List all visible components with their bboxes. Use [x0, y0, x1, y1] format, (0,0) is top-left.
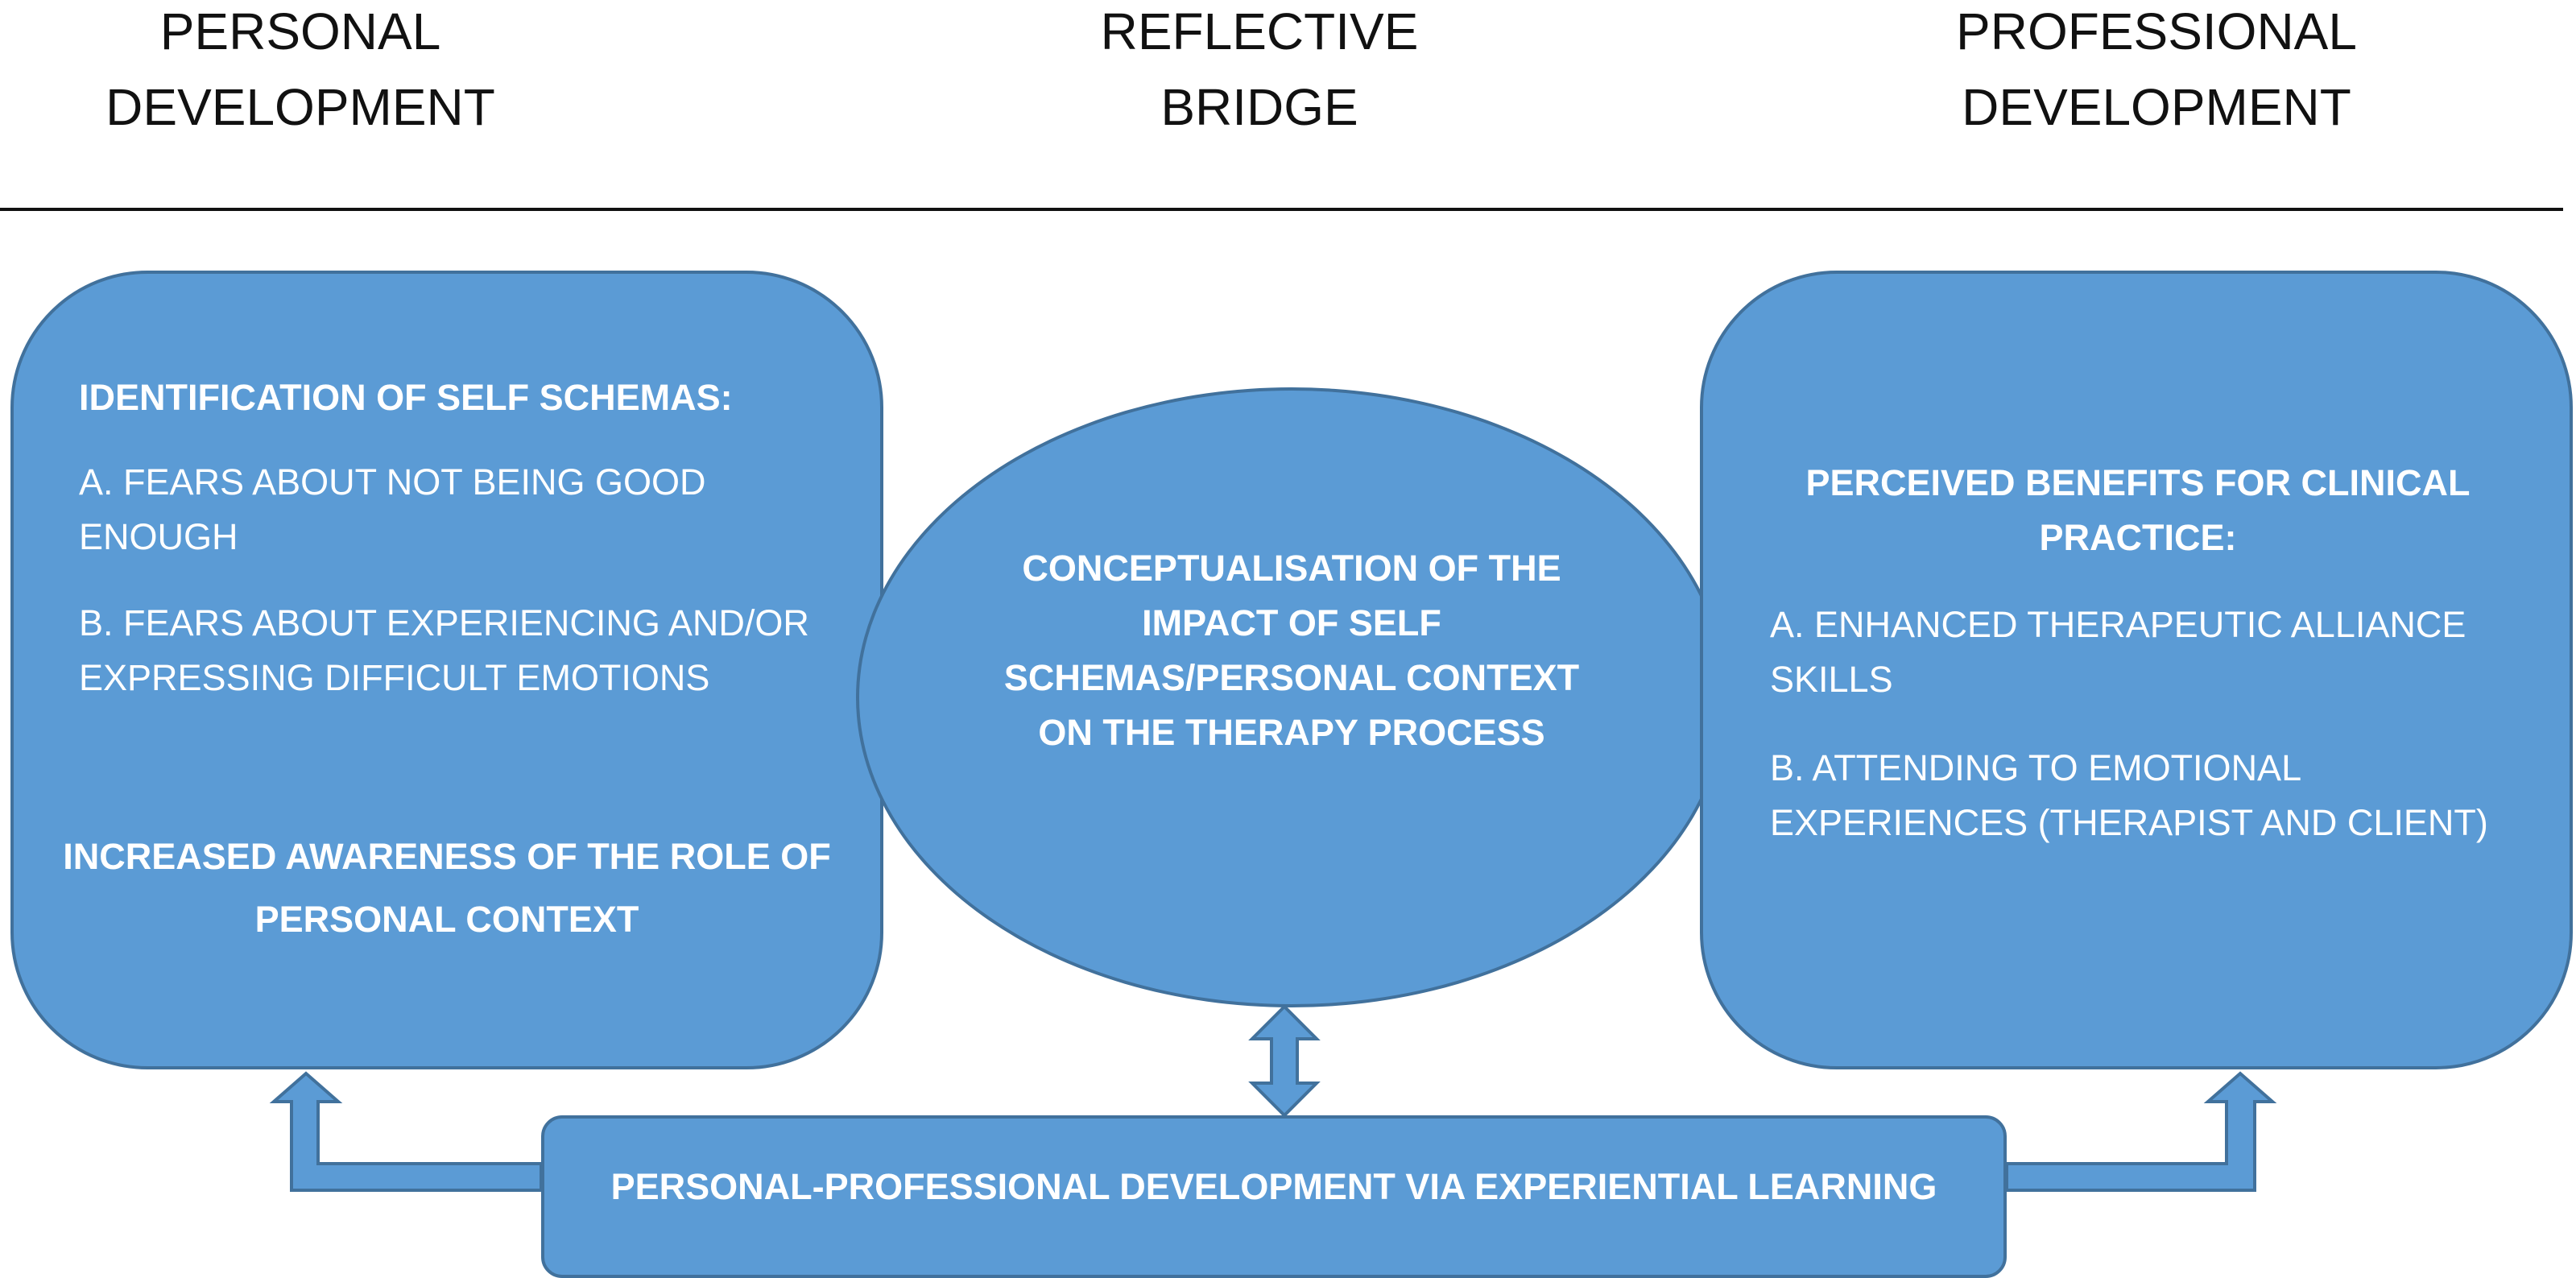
clinical-benefits-title: PERCEIVED BENEFITS FOR CLINICAL PRACTICE…: [1805, 462, 2471, 558]
benefit-item-b: B. ATTENDING TO EMOTIONAL EXPERIENCES (T…: [1770, 747, 2488, 843]
double-arrow: [1248, 1004, 1321, 1118]
heading-line: PERSONAL: [159, 2, 441, 60]
personal-development-box: [10, 271, 883, 1069]
heading-line: PROFESSIONAL: [1956, 2, 2357, 60]
horizontal-divider: [0, 208, 2563, 211]
heading-line: DEVELOPMENT: [105, 78, 495, 136]
reflective-bridge-ellipse: [856, 387, 1727, 1007]
conceptualisation-text: CONCEPTUALISATION OF THE IMPACT OF SELF …: [1003, 548, 1580, 753]
self-schema-item-a: A. FEARS ABOUT NOT BEING GOOD ENOUGH: [79, 461, 706, 557]
benefit-item-a: A. ENHANCED THERAPEUTIC ALLIANCE SKILLS: [1770, 604, 2466, 700]
self-schemas-title: IDENTIFICATION OF SELF SCHEMAS:: [79, 377, 733, 418]
heading-professional-development: PROFESSIONAL DEVELOPMENT: [1875, 0, 2438, 145]
arrow-to-personal: [269, 1071, 543, 1192]
experiential-learning-box: [541, 1115, 2007, 1278]
arrow-to-professional: [2005, 1071, 2277, 1192]
heading-line: REFLECTIVE: [1100, 2, 1419, 60]
heading-reflective-bridge: REFLECTIVE BRIDGE: [978, 0, 1541, 145]
self-schema-item-b: B. FEARS ABOUT EXPERIENCING AND/OR EXPRE…: [79, 602, 809, 698]
heading-line: BRIDGE: [1160, 78, 1358, 136]
heading-line: DEVELOPMENT: [1962, 78, 2351, 136]
professional-development-box: [1700, 271, 2573, 1069]
awareness-statement: INCREASED AWARENESS OF THE ROLE OF PERSO…: [63, 836, 831, 940]
experiential-learning-text: PERSONAL-PROFESSIONAL DEVELOPMENT VIA EX…: [610, 1166, 1937, 1207]
heading-personal-development: PERSONAL DEVELOPMENT: [19, 0, 582, 145]
